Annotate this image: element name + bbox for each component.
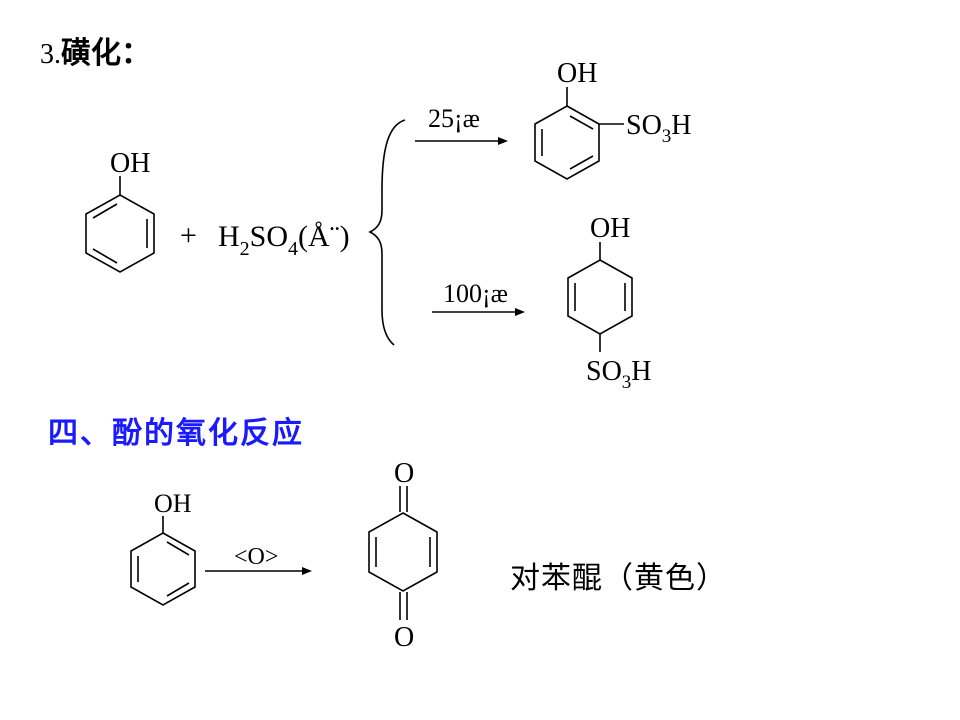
ring-double-bond	[166, 582, 190, 597]
benzene-ring	[567, 259, 633, 335]
p-benzoquinone: O O	[368, 458, 438, 653]
ring-double-bond	[569, 155, 594, 170]
so3h-label: SO3H	[586, 356, 652, 393]
ortho-hydroxybenzenesulfonic-acid: OH SO3H	[534, 58, 692, 180]
ring-double-bond	[92, 248, 118, 264]
product-name-label: 对苯醌（黄色）	[510, 561, 727, 596]
para-hydroxybenzenesulfonic-acid: OH SO3H	[567, 213, 652, 393]
section-title-text: 磺化：	[61, 36, 151, 71]
benzene-ring	[85, 194, 155, 273]
benzene-ring	[534, 105, 600, 180]
oh-label: OH	[110, 148, 150, 179]
condition-label: 100¡æ	[443, 279, 508, 308]
oh-label: OH	[557, 58, 597, 89]
oh-label: OH	[590, 213, 630, 244]
so3h-label: SO3H	[626, 110, 692, 147]
ring-double-bond	[166, 541, 190, 556]
phenol-oxidation-reactant: OH	[130, 489, 196, 606]
oxidant-label: <O>	[234, 544, 278, 570]
condition-label: 25¡æ	[428, 104, 480, 133]
arrowhead	[498, 137, 508, 145]
benzene-ring	[130, 532, 196, 606]
reagent-formula: H2SO4(Å¨)	[218, 220, 350, 260]
section-number: 3.	[40, 39, 61, 70]
plus-sign: +	[180, 219, 197, 252]
quinone-ring	[368, 512, 438, 592]
ring-double-bond	[92, 203, 118, 219]
oh-label: OH	[154, 489, 192, 518]
oxygen-label: O	[394, 622, 414, 653]
oxidation-heading: 四、酚的氧化反应	[48, 416, 304, 451]
oxygen-label: O	[394, 458, 414, 489]
phenol-reactant: OH	[85, 148, 155, 273]
arrowhead	[302, 567, 312, 575]
ring-double-bond	[569, 115, 594, 130]
section-title: 3.磺化：	[40, 28, 151, 72]
brace	[368, 119, 406, 346]
arrowhead	[515, 308, 525, 316]
